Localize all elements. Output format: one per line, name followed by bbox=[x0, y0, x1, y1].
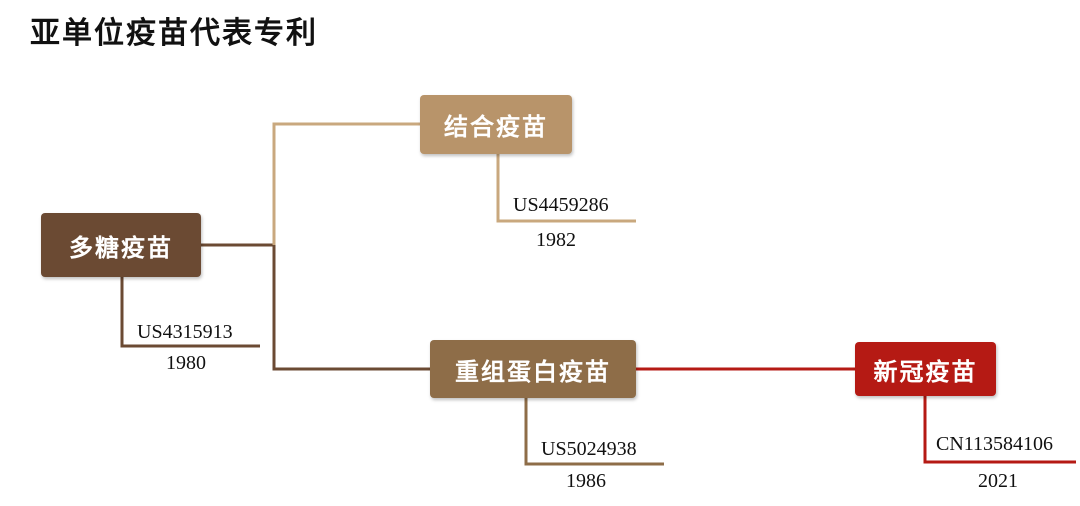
patent-number-covid: CN113584106 bbox=[936, 432, 1053, 456]
patent-year-recombinant: 1986 bbox=[566, 469, 606, 493]
node-conjugate-vaccine: 结合疫苗 bbox=[420, 95, 572, 154]
patent-number-polysaccharide: US4315913 bbox=[137, 320, 233, 344]
patent-year-covid: 2021 bbox=[978, 469, 1018, 493]
patent-number-recombinant: US5024938 bbox=[541, 437, 637, 461]
patent-year-conjugate: 1982 bbox=[536, 228, 576, 252]
node-polysaccharide-vaccine: 多糖疫苗 bbox=[41, 213, 201, 277]
connector-trunk-conjugate bbox=[274, 124, 420, 245]
connector-trunk-recombinant bbox=[274, 245, 430, 369]
patent-year-polysaccharide: 1980 bbox=[166, 351, 206, 375]
node-covid-vaccine: 新冠疫苗 bbox=[855, 342, 996, 396]
patent-number-conjugate: US4459286 bbox=[513, 193, 609, 217]
node-recombinant-protein-vaccine: 重组蛋白疫苗 bbox=[430, 340, 636, 398]
